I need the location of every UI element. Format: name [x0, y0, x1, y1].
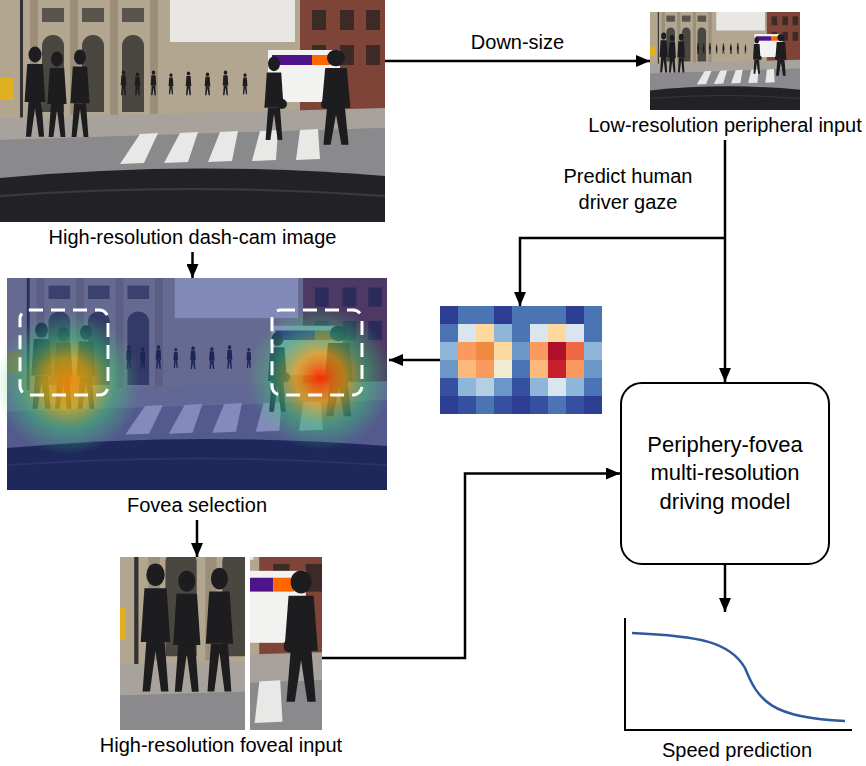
image-caption: Low-resolution peripheral input	[588, 113, 862, 137]
gaze-branch-arrows	[389, 238, 725, 360]
flow-arrow	[196, 520, 199, 557]
flow-arrow	[322, 474, 620, 659]
step-note: Predict human driver gaze	[545, 163, 711, 215]
process-box: Periphery-fovea multi-resolution driving…	[620, 382, 830, 565]
flow-arrow	[724, 140, 727, 382]
foveal-crops	[0, 497, 653, 766]
image-panel: Speed prediction	[622, 612, 852, 765]
image-caption: High-resolution foveal input	[100, 733, 342, 757]
speed-chart	[625, 618, 852, 730]
lowres-photo	[650, 12, 800, 110]
image-panel: High-resolution foveal input	[120, 557, 322, 760]
edge-label: Down-size	[468, 29, 567, 55]
image-panel: Low-resolution peripheral input	[650, 12, 800, 140]
flow-arrow	[191, 252, 194, 278]
dashcam-photo	[0, 0, 385, 222]
flow-arrow	[385, 60, 650, 63]
image-caption: High-resolution dash-cam image	[49, 225, 337, 249]
flow-arrow	[724, 565, 727, 612]
gaze-heatmap	[440, 306, 602, 414]
image-panel: Fovea selection	[7, 278, 387, 520]
image-panel: High-resolution dash-cam image	[0, 0, 385, 252]
image-caption: Speed prediction	[662, 738, 812, 762]
box-label: Periphery-fovea multi-resolution driving…	[634, 431, 816, 517]
fovea-photo	[0, 278, 392, 490]
image-caption: Fovea selection	[127, 493, 267, 517]
